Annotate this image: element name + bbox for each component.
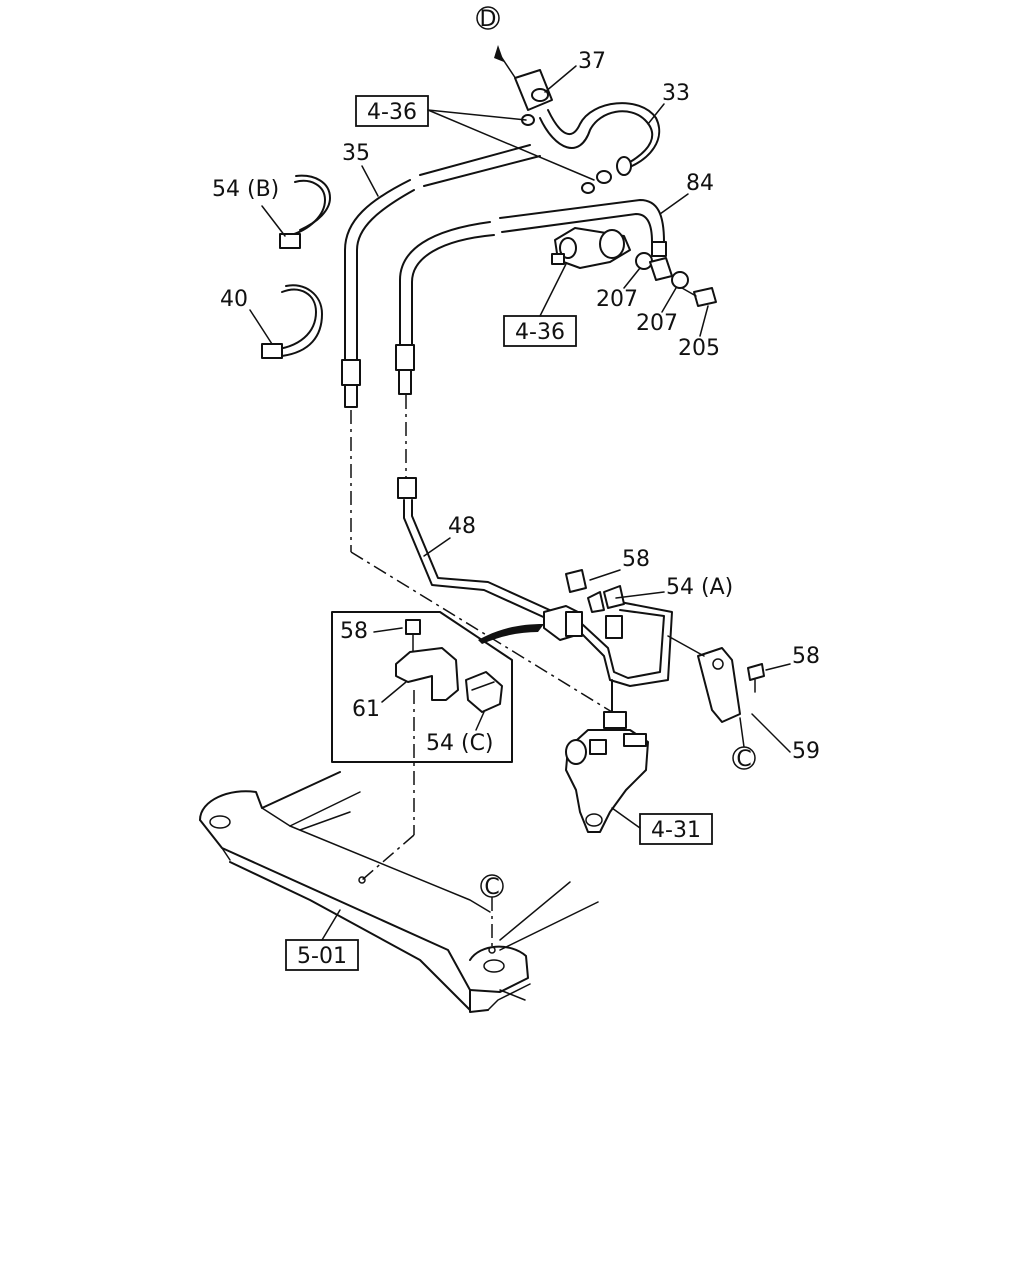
callout-84: 84 [686, 171, 714, 196]
pump-assembly [551, 227, 717, 307]
bolt-58a [565, 569, 587, 593]
bolt-58c [747, 663, 765, 681]
ref-4-36-top-label: 4-36 [367, 100, 417, 125]
pipe-48 [397, 477, 555, 621]
marker-c-right-label: C [736, 747, 751, 772]
callout-58a: 58 [622, 547, 650, 572]
marker-d: D [476, 6, 521, 86]
marker-c-frame: C [480, 874, 504, 946]
inset-detail [331, 611, 513, 763]
callout-54b: 54 (B) [212, 177, 279, 202]
callout-205: 205 [678, 336, 720, 361]
callout-40: 40 [220, 287, 248, 312]
ref-box-4-36-top[interactable]: 4-36 [355, 95, 429, 127]
bracket-61 [395, 647, 459, 701]
callout-207a: 207 [596, 287, 638, 312]
callout-58b: 58 [340, 619, 368, 644]
hose-33 [514, 69, 661, 194]
detail-pointer [478, 624, 544, 644]
callout-61: 61 [352, 697, 380, 722]
clamp-54b [279, 174, 331, 249]
pipe-bracket-assembly [543, 569, 673, 729]
ref-4-31-label: 4-31 [651, 818, 701, 843]
ref-box-5-01[interactable]: 5-01 [285, 939, 359, 971]
ref-box-4-36-mid[interactable]: 4-36 [503, 315, 577, 347]
bracket-59 [667, 635, 765, 723]
washer-207a [635, 252, 653, 270]
callout-59: 59 [792, 739, 820, 764]
clamp-40 [261, 284, 323, 359]
frame-cross-member [199, 771, 599, 1013]
marker-c-right: C [732, 717, 756, 772]
marker-c-frame-label: C [484, 875, 499, 900]
clip-54a [587, 591, 605, 613]
callout-54a: 54 (A) [666, 575, 733, 600]
washer-207b [671, 271, 689, 289]
ref-box-4-31[interactable]: 4-31 [639, 813, 713, 845]
bolt-205 [693, 287, 717, 307]
callout-37: 37 [578, 49, 606, 74]
callout-54c: 54 (C) [426, 731, 494, 756]
callout-35: 35 [342, 141, 370, 166]
ref-5-01-label: 5-01 [297, 944, 347, 969]
hose-84 [395, 199, 667, 395]
clamp-37 [531, 88, 549, 102]
callout-48: 48 [448, 514, 476, 539]
callout-33: 33 [662, 81, 690, 106]
bolt-58b [405, 619, 421, 635]
callout-207b: 207 [636, 311, 678, 336]
callout-58c: 58 [792, 644, 820, 669]
ref-4-36-mid-label: 4-36 [515, 320, 565, 345]
marker-d-label: D [480, 7, 497, 32]
clamp-54c [465, 671, 503, 713]
steering-gear-box [565, 729, 649, 833]
hose-35 [341, 144, 541, 408]
